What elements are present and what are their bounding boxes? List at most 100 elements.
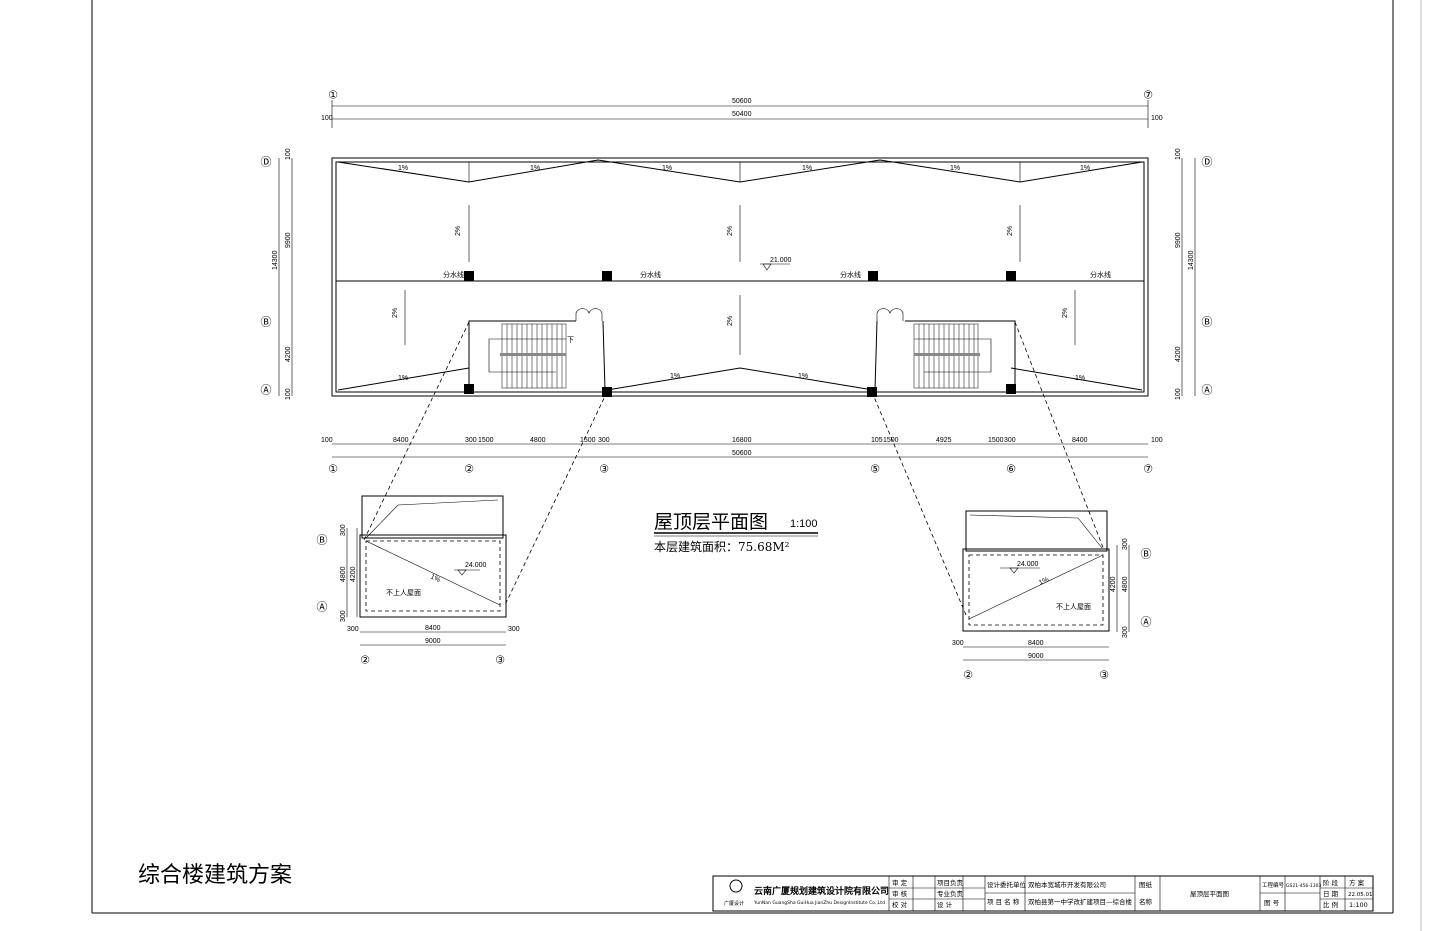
slope-label: 1%	[950, 165, 960, 172]
grid-col-label: ⑤	[870, 463, 880, 476]
dimension-text: 100	[1175, 388, 1182, 400]
dimension-text: 100	[285, 388, 292, 400]
logo-text: 广厦设计	[724, 900, 744, 907]
inset-elevation: 24.000	[465, 562, 487, 569]
grid-col-label: ⑦	[1143, 89, 1153, 102]
dimension-text: 300	[340, 524, 347, 536]
dimension-side-total: 14300	[272, 250, 279, 270]
grid-row-label: Ⓑ	[261, 316, 272, 329]
dimension-text: 9900	[285, 232, 292, 248]
stair-roof-detail-left: 24.000 1% 不上人屋面 300 4800 4200 300 300 84…	[317, 495, 520, 667]
project-name: 双柏县第一中学改扩建项目—综合楼	[1028, 897, 1133, 906]
dimension-text: 100	[321, 437, 333, 444]
grid-col-label: ⑦	[1143, 463, 1153, 476]
dimension-text: 1500	[883, 437, 899, 444]
dimension-lines: 50600 50400 100 100 100 9900 4200 100 14…	[272, 98, 1196, 458]
dimension-text: 100	[1175, 148, 1182, 160]
divide-line-label: 分水线	[640, 270, 661, 279]
project-heading: 综合楼建筑方案	[138, 863, 292, 888]
dimension-bottom-total: 50600	[732, 450, 752, 457]
slope-label: 1%	[798, 373, 808, 380]
dimension-text: 9000	[425, 638, 441, 645]
dimension-text: 300	[1122, 626, 1129, 638]
grid-row-label: Ⓓ	[261, 156, 272, 169]
grid-col-label: ①	[328, 89, 338, 102]
dimension-text: 300	[508, 626, 520, 633]
drawing-title-block: 屋顶层平面图 1:100 本层建筑面积：75.68M² 综合楼建筑方案	[138, 511, 818, 888]
slope-label: 1%	[802, 165, 812, 172]
dimension-text: 8400	[1028, 640, 1044, 647]
slope-label: 2%	[727, 226, 734, 236]
scale-value: 1:100	[1349, 901, 1368, 909]
dimension-text: 300	[340, 610, 347, 622]
drawing-scale: 1:100	[790, 518, 818, 530]
grid-col-label: ③	[495, 654, 505, 667]
stair-right	[874, 308, 1016, 391]
stage-label: 阶 段	[1323, 878, 1339, 887]
dimension-text: 100	[285, 148, 292, 160]
slope-label: 2%	[1007, 226, 1014, 236]
slope-label: 1%	[662, 165, 672, 172]
grid-row-label: Ⓓ	[1202, 156, 1213, 169]
client-label: 设计委托单位	[987, 880, 1027, 889]
project-no: GS21-456-1303	[1286, 883, 1321, 889]
dimension-text: 300	[1122, 538, 1129, 550]
dimension-text: 4200	[285, 346, 292, 362]
grid-row-label: Ⓑ	[1141, 548, 1152, 561]
role-label: 审 核	[892, 889, 908, 898]
grid-row-label: Ⓑ	[317, 534, 328, 547]
dimension-text: 300	[952, 640, 964, 647]
date-label: 日 期	[1323, 890, 1339, 898]
dimension-text: 100	[1151, 437, 1163, 444]
dimension-text: 16800	[732, 437, 752, 444]
dimension-text: 4200	[350, 566, 357, 582]
drawing-title: 屋顶层平面图	[654, 511, 768, 533]
dimension-text: 9900	[1175, 232, 1182, 248]
dimension-text: 4925	[936, 437, 952, 444]
dimension-text: 4800	[340, 566, 347, 582]
slope-label: 2%	[727, 316, 734, 326]
company-name: 云南广厦规划建筑设计院有限公司	[754, 885, 889, 897]
roof-elevation: 21.000	[770, 257, 792, 264]
grid-col-label: ②	[464, 463, 474, 476]
slope-label: 2%	[1062, 308, 1069, 318]
title-block: 广厦设计 云南广厦规划建筑设计院有限公司 YunNan GuangSha Gui…	[712, 875, 1374, 912]
scale-label: 比 例	[1323, 900, 1338, 909]
slope-label: 1%	[670, 373, 680, 380]
drawing-no-label: 图 号	[1264, 899, 1280, 907]
inset-slope: 1%	[1038, 576, 1050, 587]
main-roof-plan: 21.000 1% 1% 1% 1% 1% 1% 1% 1% 1% 1% 2% …	[331, 157, 1149, 397]
role-label: 项目负责	[937, 878, 964, 887]
dimension-text: 300	[598, 437, 610, 444]
slope-label: 2%	[455, 226, 462, 236]
slope-label: 2%	[392, 308, 399, 318]
dimension-text: 4200	[1110, 576, 1117, 592]
dimension-text: 8400	[393, 437, 409, 444]
grid-row-label: Ⓑ	[1202, 316, 1213, 329]
role-label: 专业负责	[937, 889, 964, 898]
dimension-text: 300	[347, 626, 359, 633]
dimension-text: 8400	[1072, 437, 1088, 444]
grid-row-label: Ⓐ	[261, 384, 272, 397]
company-name-en: YunNan GuangSha GuiHua JianZhu DesignIns…	[753, 900, 885, 906]
project-label: 项 目 名 称	[987, 897, 1020, 906]
drawing-name-label: 名称	[1139, 897, 1153, 906]
dimension-text: 4800	[530, 437, 546, 444]
dimension-text: 1500	[580, 437, 596, 444]
dimension-text: 4800	[1122, 576, 1129, 592]
dimension-side-total: 14300	[1188, 250, 1195, 270]
divide-line-label: 分水线	[443, 270, 464, 279]
date-value: 22.05.01	[1348, 892, 1373, 898]
stair-left	[468, 308, 606, 391]
dimension-top-inner: 50400	[732, 111, 752, 118]
slope-label: 1%	[398, 165, 408, 172]
slope-label: 1%	[530, 165, 540, 172]
inset-roof-note: 不上人屋面	[386, 588, 421, 597]
divide-line-label: 分水线	[1090, 270, 1111, 279]
grid-col-label: ③	[1099, 669, 1109, 682]
dimension-text: 1500	[478, 437, 494, 444]
dimension-text: 8400	[425, 625, 441, 632]
dimension-text: 300	[465, 437, 477, 444]
inset-roof-note: 不上人屋面	[1056, 602, 1091, 611]
